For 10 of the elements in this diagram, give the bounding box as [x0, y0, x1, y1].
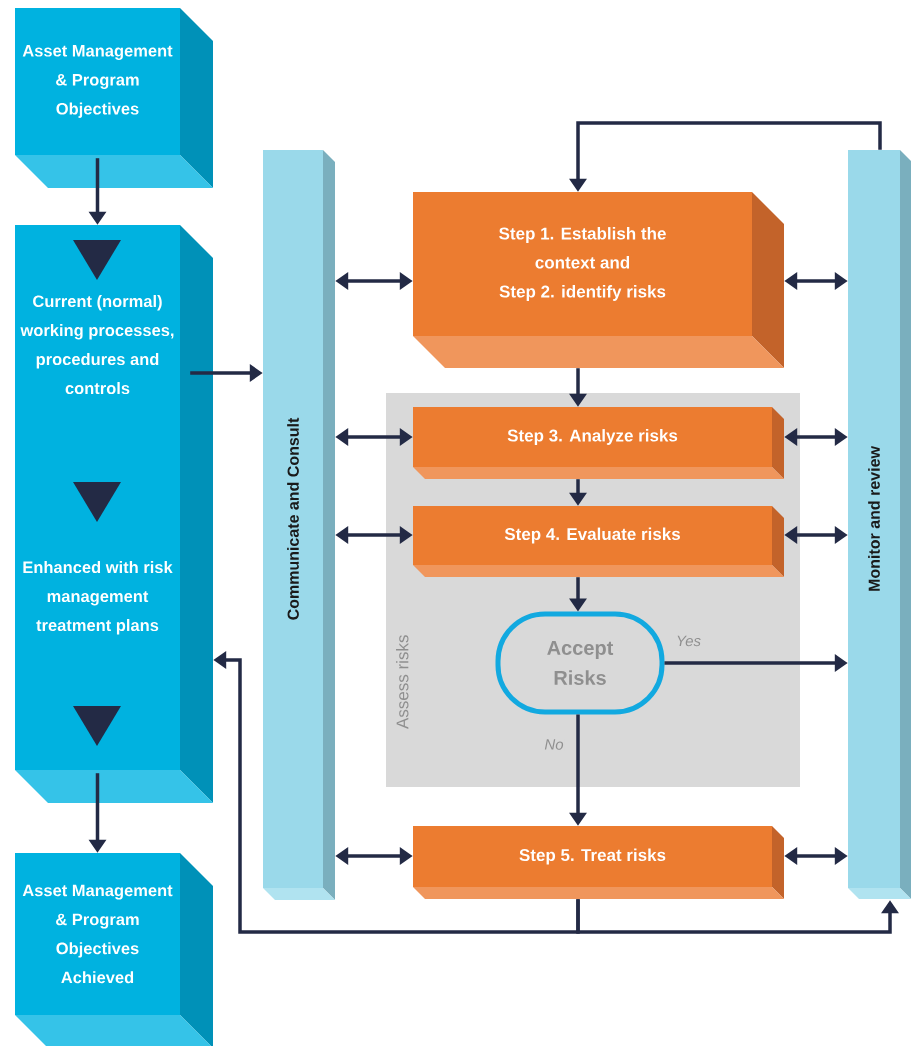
process-box: Current (normal) working processes, procedures and controls Enhanced with risk management treatment plans	[15, 225, 213, 803]
objective-box: Asset Management & Program Objectives	[15, 8, 213, 188]
step-box: Step 1. Establish the context and Step 2. identify risks	[413, 192, 784, 368]
step-box: Step 3. Analyze risks	[413, 407, 784, 479]
step-box: Step 4. Evaluate risks	[413, 506, 784, 577]
step-box: Step 5. Treat risks	[413, 826, 784, 899]
side-bar: Monitor and review	[848, 150, 911, 899]
objective-box: Asset Management & Program Objectives Achieved	[15, 853, 213, 1046]
edge-label: No	[543, 738, 565, 751]
side-bar: Communicate and Consult	[263, 150, 335, 900]
